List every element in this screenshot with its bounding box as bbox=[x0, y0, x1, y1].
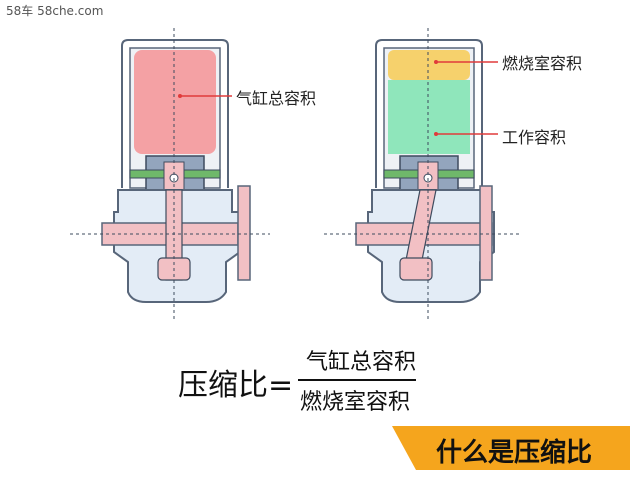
engine-left bbox=[70, 28, 270, 320]
flywheel-right bbox=[479, 185, 493, 281]
label-total-volume: 气缸总容积 bbox=[236, 89, 317, 108]
combustion-chamber-region bbox=[388, 50, 470, 80]
engine-right bbox=[324, 28, 520, 320]
formula-numerator: 气缸总容积 bbox=[306, 350, 417, 375]
cylinder-wall-left bbox=[121, 39, 229, 188]
label-working-volume: 工作容积 bbox=[502, 128, 567, 147]
banner-shape bbox=[392, 426, 630, 470]
watermark: 58车 58che.com bbox=[6, 4, 104, 18]
working-volume-region bbox=[388, 80, 470, 154]
formula-denominator: 燃烧室容积 bbox=[300, 390, 411, 415]
cylinder-wall-right bbox=[375, 39, 483, 188]
banner-title: 什么是压缩比 bbox=[436, 438, 593, 468]
piston-right bbox=[383, 155, 475, 195]
flywheel-left bbox=[237, 185, 251, 281]
label-chamber-volume: 燃烧室容积 bbox=[502, 54, 583, 73]
total-volume-region bbox=[134, 50, 216, 154]
formula-left-side: 压缩比= bbox=[178, 368, 294, 403]
